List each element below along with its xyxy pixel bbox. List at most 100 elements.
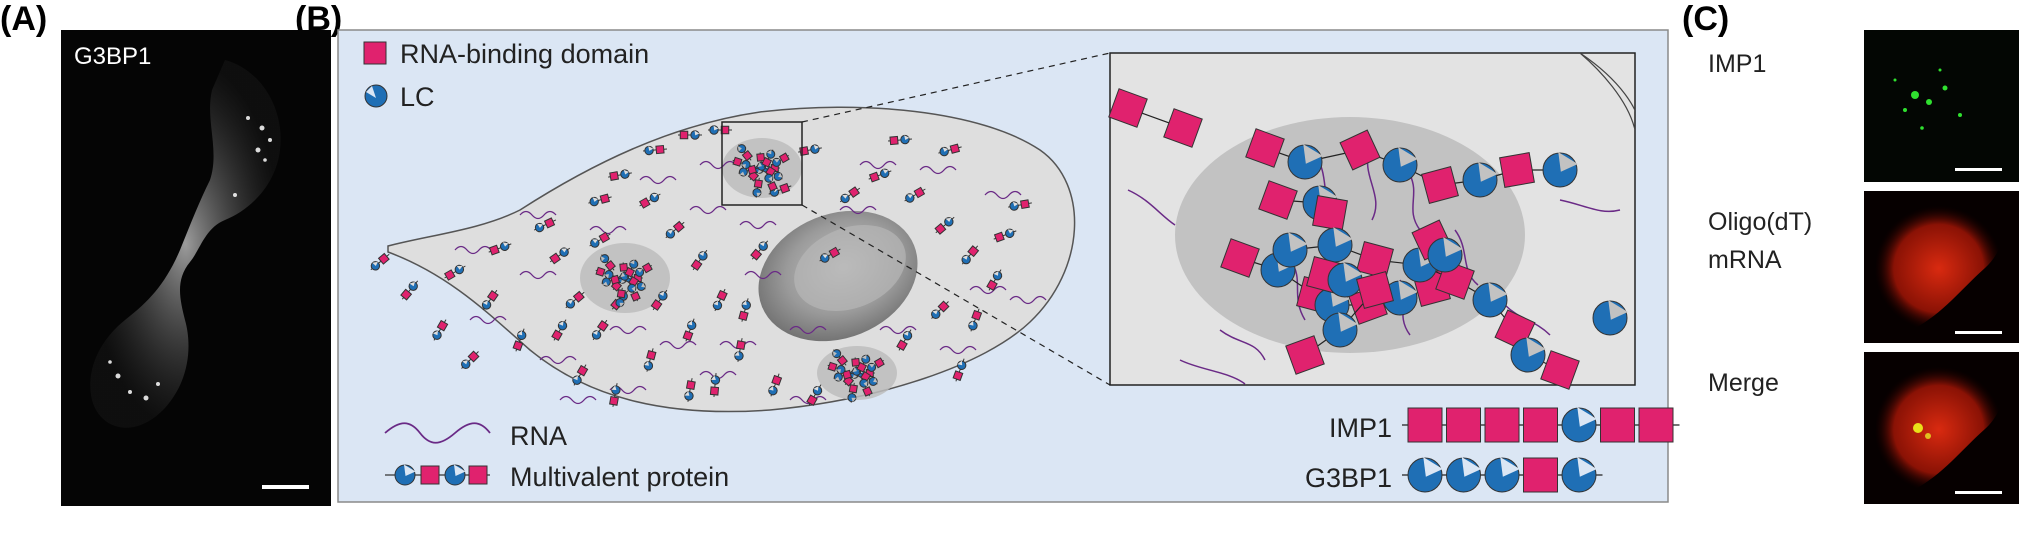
rbd-domain	[1421, 166, 1459, 204]
lc-domain	[734, 351, 744, 361]
panel-c-row2-label-line2: mRNA	[1708, 246, 1782, 274]
rbd-domain	[690, 258, 703, 271]
lc-domain	[590, 238, 600, 248]
lc-domain	[394, 464, 416, 486]
legend-protein-label: Multivalent protein	[510, 462, 729, 492]
rna-strand	[689, 205, 727, 215]
lc-domain	[370, 261, 381, 271]
lc-domain	[961, 254, 971, 265]
protein-mini	[860, 370, 878, 386]
rbd-domain	[655, 144, 665, 155]
lc-domain	[1561, 407, 1597, 443]
zoom-protein	[1272, 227, 1580, 390]
lc-domain	[698, 251, 708, 261]
rna-strand	[454, 245, 492, 255]
panel-b-diagram: RNA-binding domain LC	[337, 29, 1680, 503]
rbd-domain	[576, 364, 589, 377]
rbd-domain	[1446, 407, 1481, 443]
rna-strand	[639, 175, 677, 185]
rna-strand	[744, 270, 782, 280]
legend-rna-label: RNA	[510, 421, 567, 451]
lc-domain	[559, 247, 569, 257]
protein-mini	[734, 338, 746, 362]
rbd-domain	[377, 252, 390, 265]
lc-domain	[879, 168, 890, 178]
zoom-inset	[1108, 52, 1636, 390]
rbd-domain	[868, 171, 880, 183]
lc-domain	[847, 393, 857, 403]
rbd-domain	[549, 252, 562, 265]
rbd-domain	[679, 130, 689, 140]
rbd-domain	[1312, 195, 1348, 231]
protein-mini	[591, 319, 609, 341]
rbd-domain	[599, 193, 611, 204]
lc-domain	[1317, 227, 1353, 263]
protein-mini	[708, 125, 732, 135]
protein-mini	[643, 348, 657, 372]
cell-protein-group	[370, 125, 1032, 407]
lc-domain	[766, 149, 776, 159]
rbd-domain	[778, 152, 790, 164]
lc-domain	[768, 385, 778, 396]
lc-domain	[1446, 457, 1482, 493]
rbd-domain	[1638, 407, 1674, 443]
arch-g3bp1-domains	[1402, 457, 1603, 493]
lc-domain	[534, 222, 545, 233]
rna-strand	[919, 165, 957, 175]
rbd-domain	[598, 231, 611, 244]
lc-domain	[758, 241, 768, 251]
lc-domain	[868, 376, 878, 386]
rbd-domain	[856, 361, 868, 373]
lc-domain	[957, 360, 967, 371]
zoom-line-top	[801, 52, 1111, 123]
rbd-domain	[630, 291, 641, 302]
lc-domain	[1542, 152, 1578, 188]
rbd-domain	[638, 197, 651, 209]
rbd-domain	[1108, 88, 1148, 128]
rbd-domain	[616, 289, 626, 299]
protein-mini	[868, 168, 892, 183]
rna-strand	[859, 160, 897, 170]
rbd-domain	[761, 156, 773, 168]
protein-mini	[904, 186, 926, 203]
lc-domain	[615, 298, 625, 308]
rbd-domain	[967, 245, 980, 258]
rbd-domain	[949, 143, 961, 154]
lc-domain	[1510, 337, 1546, 373]
rna-strand	[519, 210, 557, 220]
rbd-domain	[937, 300, 950, 313]
lc-domain	[690, 130, 700, 140]
lc-domain	[601, 277, 611, 287]
lc-domain	[968, 320, 978, 331]
protein-mini	[768, 373, 783, 397]
rna-strand	[699, 160, 737, 170]
rbd-domain	[1245, 128, 1285, 168]
lc-domain	[832, 349, 842, 359]
protein-mini	[866, 357, 885, 372]
protein-mini	[819, 246, 841, 263]
lc-domain	[611, 385, 621, 395]
rbd-domain	[767, 181, 778, 192]
arch-imp1-domains	[1402, 407, 1680, 443]
lc-domain	[643, 361, 654, 371]
rbd-domain	[741, 149, 753, 162]
protein-mini	[512, 328, 527, 352]
rbd-domain	[753, 179, 763, 189]
rbd-domain	[685, 380, 696, 390]
lc-domain	[627, 283, 637, 293]
protein-mini	[827, 361, 847, 375]
legend-lc-label: LC	[400, 82, 435, 112]
rbd-domain	[709, 386, 720, 396]
rna-strand	[789, 395, 827, 405]
protein-mini	[993, 228, 1017, 243]
panel-c-letter: (C)	[1682, 0, 1729, 38]
panel-c-image-merge	[1864, 352, 2019, 504]
lc-domain	[687, 320, 697, 331]
lc-domain	[1287, 144, 1323, 180]
lc-domain	[517, 330, 527, 341]
lc-domain	[840, 193, 850, 204]
lc-domain	[1382, 147, 1418, 183]
zoom-protein	[1245, 128, 1578, 204]
rna-strand	[659, 340, 697, 350]
lc-domain	[620, 169, 630, 179]
